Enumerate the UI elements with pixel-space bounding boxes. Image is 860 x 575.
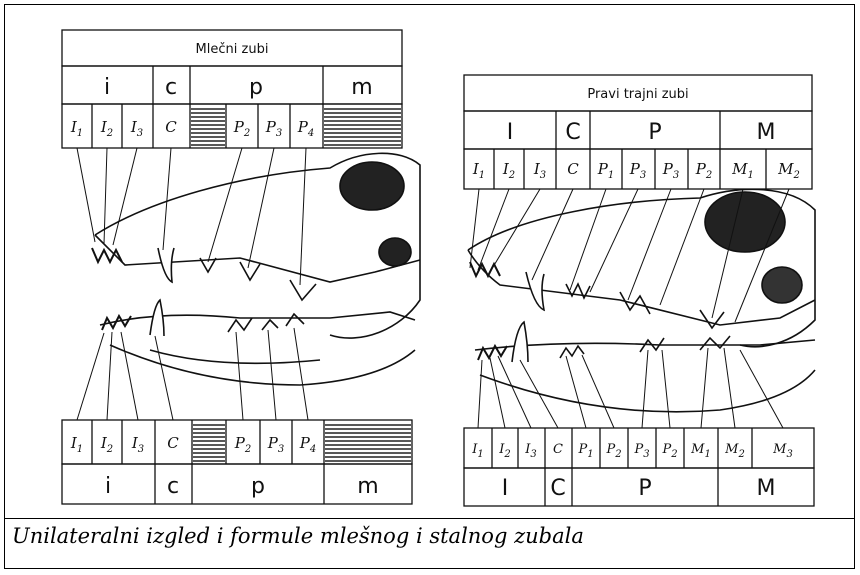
group-label: p: [251, 474, 265, 499]
group-label: m: [357, 474, 378, 499]
left-panel-title: Mlečni zubi: [196, 42, 269, 57]
tooth-label: I2: [502, 160, 515, 181]
right-lower-group-labels: I C P M: [502, 476, 776, 501]
tooth-label: M2: [724, 442, 745, 460]
tooth-label: P1: [577, 442, 593, 460]
group-label: m: [351, 75, 372, 100]
figure-caption: Unilateralni izgled i formule mlešnog i …: [12, 524, 584, 548]
tooth-label: I3: [533, 160, 546, 181]
right-upper-tooth-labels: I1 I2 I3 C P1 P3 P3 P2 M1 M2: [472, 160, 800, 181]
juvenile-skull-illustration: [92, 153, 420, 385]
tooth-label: I1: [471, 442, 484, 460]
tooth-label: P2: [605, 442, 621, 460]
tooth-label: I2: [498, 442, 511, 460]
tooth-label: I3: [524, 442, 537, 460]
group-label: I: [507, 120, 514, 145]
tooth-label: I2: [100, 118, 113, 139]
group-label: I: [502, 476, 509, 501]
tooth-label: P3: [633, 442, 649, 460]
tooth-label: P3: [662, 160, 679, 181]
right-upper-group-labels: I C P M: [507, 120, 776, 145]
tooth-label: I1: [472, 160, 485, 181]
tooth-label: M2: [777, 160, 800, 181]
group-label: M: [757, 120, 776, 145]
right-panel-title: Pravi trajni zubi: [587, 87, 688, 102]
tooth-label: M1: [731, 160, 754, 181]
group-label: P: [648, 120, 661, 145]
group-label: i: [104, 75, 110, 100]
group-label: C: [565, 120, 580, 145]
left-upper-group-labels: i c p m: [104, 75, 373, 100]
group-label: c: [165, 75, 177, 100]
left-lower-empty-slot: [193, 422, 225, 462]
tooth-label: P3: [265, 118, 282, 139]
tooth-label: I3: [131, 434, 144, 455]
group-label: c: [167, 474, 179, 499]
group-label: p: [249, 75, 263, 100]
tooth-label: I1: [70, 118, 83, 139]
tooth-label: C: [165, 118, 177, 136]
left-lower-group-labels: i c p m: [105, 474, 379, 499]
left-pointer-lines: [77, 148, 308, 420]
left-upper-empty-slot: [191, 106, 225, 146]
tooth-label: P2: [695, 160, 712, 181]
tooth-label: C: [567, 160, 579, 178]
left-lower-empty-molar: [325, 422, 411, 462]
group-label: P: [638, 476, 651, 501]
tooth-label: C: [553, 442, 563, 457]
tooth-label: M3: [772, 442, 793, 460]
tooth-label: P4: [299, 434, 316, 455]
group-label: C: [550, 476, 565, 501]
tooth-label: P3: [267, 434, 284, 455]
tooth-label: I1: [70, 434, 83, 455]
tooth-label: P2: [233, 118, 250, 139]
tooth-label: M1: [690, 442, 711, 460]
tooth-label: I3: [130, 118, 143, 139]
group-label: M: [757, 476, 776, 501]
tooth-label: C: [167, 434, 179, 452]
right-lower-tooth-labels: I1 I2 I3 C P1 P2 P3 P2 M1 M2 M3: [471, 442, 793, 460]
left-upper-empty-molar: [324, 106, 401, 146]
tooth-label: P2: [234, 434, 251, 455]
tooth-label: P3: [629, 160, 646, 181]
tooth-label: P1: [597, 160, 614, 181]
tooth-label: P2: [661, 442, 677, 460]
tooth-label: P4: [297, 118, 314, 139]
group-label: i: [105, 474, 111, 499]
tooth-label: I2: [100, 434, 113, 455]
